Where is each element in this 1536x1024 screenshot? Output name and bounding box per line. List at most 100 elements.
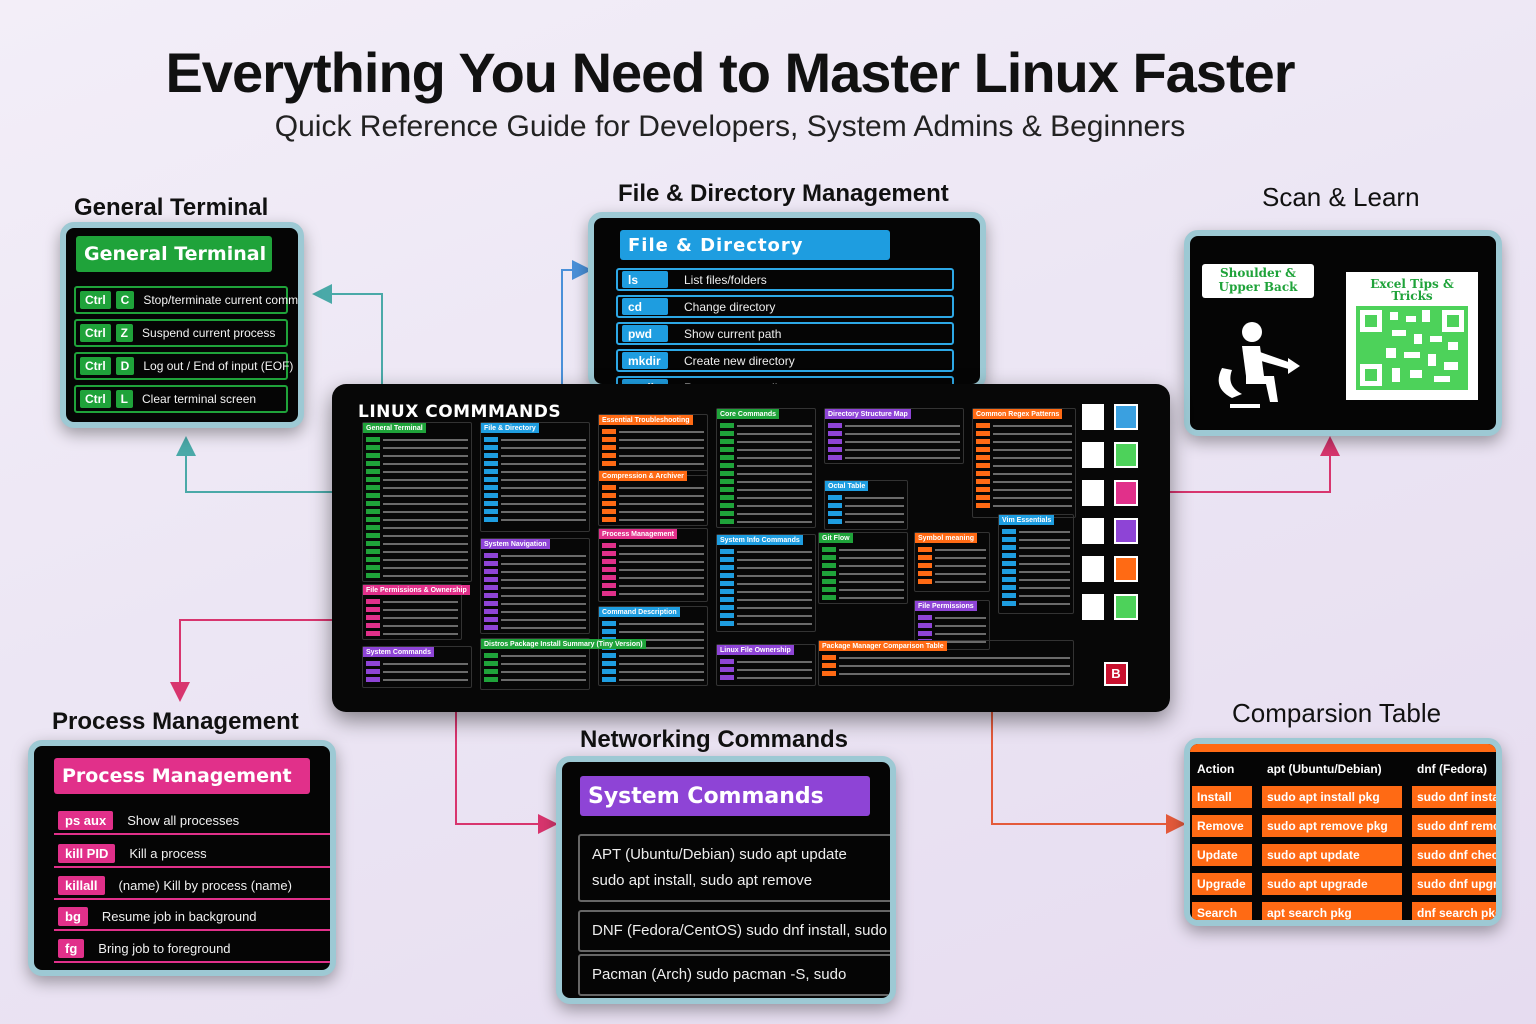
mat-section-header: Process Management [599, 529, 677, 539]
mat-section-header: File & Directory [481, 423, 539, 433]
mat-section-lines [822, 655, 1070, 679]
cell-action: Remove [1192, 815, 1252, 837]
mini-qr-icon [1114, 480, 1138, 506]
arrow-to-general-terminal [312, 284, 383, 384]
shortcut-key: C [115, 291, 135, 309]
process-command: kill PID [58, 844, 116, 863]
system-commands-banner: System Commands [580, 776, 870, 816]
mat-section: Git Flow [818, 532, 908, 604]
process-command-row: killall (name) Kill by process (name) [54, 873, 330, 900]
networking-commands-card: System Commands APT (Ubuntu/Debian) sudo… [556, 756, 896, 1004]
package-manager-line: Pacman (Arch) sudo pacman -S, sudo [592, 966, 847, 983]
mat-section-lines [918, 547, 986, 587]
shortcut-row: Ctrl C Stop/terminate current command [74, 286, 298, 314]
shortcut-key: Z [115, 324, 134, 342]
mat-section-header: File Permissions & Ownership [363, 585, 470, 595]
mat-section-lines [484, 437, 586, 525]
mat-section-header: General Terminal [363, 423, 426, 433]
mat-section-header: Core Commands [717, 409, 780, 419]
mat-section: Core Commands [716, 408, 816, 528]
process-management-banner: Process Management [54, 758, 310, 794]
mat-section: System Commands [362, 646, 472, 688]
cell-action: Install [1192, 786, 1252, 808]
comparison-table-top-strip [1190, 744, 1496, 752]
scan-chip-shoulder: Shoulder & Upper Back [1202, 264, 1314, 298]
mat-section: Compression & Archiver [598, 470, 708, 526]
modifier-key: Ctrl [80, 291, 111, 309]
process-command: bg [58, 907, 88, 926]
mat-section-header: Git Flow [819, 533, 853, 543]
label-scan-learn: Scan & Learn [1262, 182, 1420, 212]
package-manager-line: DNF (Fedora/CentOS) sudo dnf install, su… [592, 922, 888, 939]
label-general-terminal: General Terminal [74, 194, 269, 221]
mat-section: Linux File Ownership [716, 644, 816, 686]
comparison-row: Upgrade sudo apt upgrade sudo dnf upgrac [1192, 873, 1496, 895]
header-apt: apt (Ubuntu/Debian) [1267, 762, 1382, 776]
mat-section-lines [366, 437, 468, 581]
arrow-to-process [170, 619, 346, 702]
cell-apt: sudo apt remove pkg [1262, 815, 1402, 837]
modifier-key: Ctrl [80, 324, 111, 342]
modifier-key: Ctrl [80, 390, 111, 408]
page-title: Everything You Need to Master Linux Fast… [165, 41, 1295, 104]
mat-section: Vim Essentials [998, 514, 1074, 614]
mat-section-lines [720, 423, 812, 527]
mat-section-lines [602, 621, 704, 685]
process-command: ps aux [58, 811, 114, 830]
mat-section: Symbol meaning [914, 532, 990, 592]
package-manager-row: DNF (Fedora/CentOS) sudo dnf install, su… [578, 910, 890, 952]
header-dnf: dnf (Fedora) [1417, 762, 1487, 776]
comparison-row: Remove sudo apt remove pkg sudo dnf remo… [1192, 815, 1496, 837]
process-command-row: kill PID Kill a process [54, 841, 330, 868]
file-command-description: Change directory [684, 299, 776, 314]
process-command-row: fg Bring job to foreground [54, 936, 330, 963]
package-manager-line: APT (Ubuntu/Debian) sudo apt update [592, 846, 847, 863]
label-networking-commands: Networking Commands [580, 726, 849, 753]
mat-section: Package Manager Comparison Table [818, 640, 1074, 686]
cell-dnf: sudo dnf check- [1412, 844, 1496, 866]
process-command: fg [58, 939, 85, 958]
header-action: Action [1197, 762, 1235, 776]
mat-section-lines [720, 659, 812, 683]
cell-dnf: sudo dnf upgrac [1412, 873, 1496, 895]
file-command: cd [622, 298, 668, 315]
file-directory-card: File & Directory ls List files/folders c… [588, 212, 986, 390]
mat-section-lines [602, 429, 704, 469]
file-command-description: Show current path [684, 326, 782, 341]
mat-section-lines [366, 661, 468, 685]
arrow-to-comparison [991, 684, 1186, 834]
scan-chip-excel: Excel Tips & Tricks [1370, 277, 1454, 303]
mat-section-lines [484, 653, 586, 685]
cell-apt: apt search pkg [1262, 902, 1402, 920]
mat-section-lines [822, 547, 904, 603]
process-command-row: ps aux Show all processes [54, 808, 330, 835]
file-command-description: Remove empty directory [684, 381, 814, 385]
qr-code-excel: Excel Tips & Tricks [1346, 272, 1478, 400]
shortcut-description: Log out / End of input (EOF) [143, 359, 294, 373]
file-command-row: mkdir Create new directory [616, 349, 954, 372]
comparison-table-card: Action apt (Ubuntu/Debian) dnf (Fedora) … [1184, 738, 1502, 926]
arrow-to-networking [455, 702, 558, 834]
file-command-row: pwd Show current path [616, 322, 954, 345]
comparison-row: Search apt search pkg dnf search pkg [1192, 902, 1496, 920]
file-command-description: List files/folders [684, 272, 767, 287]
mat-section-lines [720, 549, 812, 629]
process-command-description: Resume job in background [101, 909, 257, 924]
cell-dnf: sudo dnf install [1412, 786, 1496, 808]
linux-commands-mat: LINUX COMMMANDS General Terminal File & D… [332, 384, 1170, 712]
mini-qr-icon [1082, 518, 1104, 544]
mat-section-header: Vim Essentials [999, 515, 1055, 525]
file-command: rmdir [622, 379, 668, 384]
mat-title: LINUX COMMMANDS [358, 402, 562, 422]
cell-dnf: sudo dnf remove [1412, 815, 1496, 837]
shortcut-row: Ctrl L Clear terminal screen [74, 385, 288, 413]
brand-logo: B [1104, 662, 1128, 686]
mat-section: Directory Structure Map [824, 408, 964, 464]
mini-qr-icon [1114, 518, 1138, 544]
mat-section-header: Directory Structure Map [825, 409, 911, 419]
mat-section-lines [366, 599, 458, 639]
process-command-description: Kill a process [129, 846, 207, 861]
process-command-description: Bring job to foreground [98, 941, 231, 956]
mat-section-header: Essential Troubleshooting [599, 415, 693, 425]
